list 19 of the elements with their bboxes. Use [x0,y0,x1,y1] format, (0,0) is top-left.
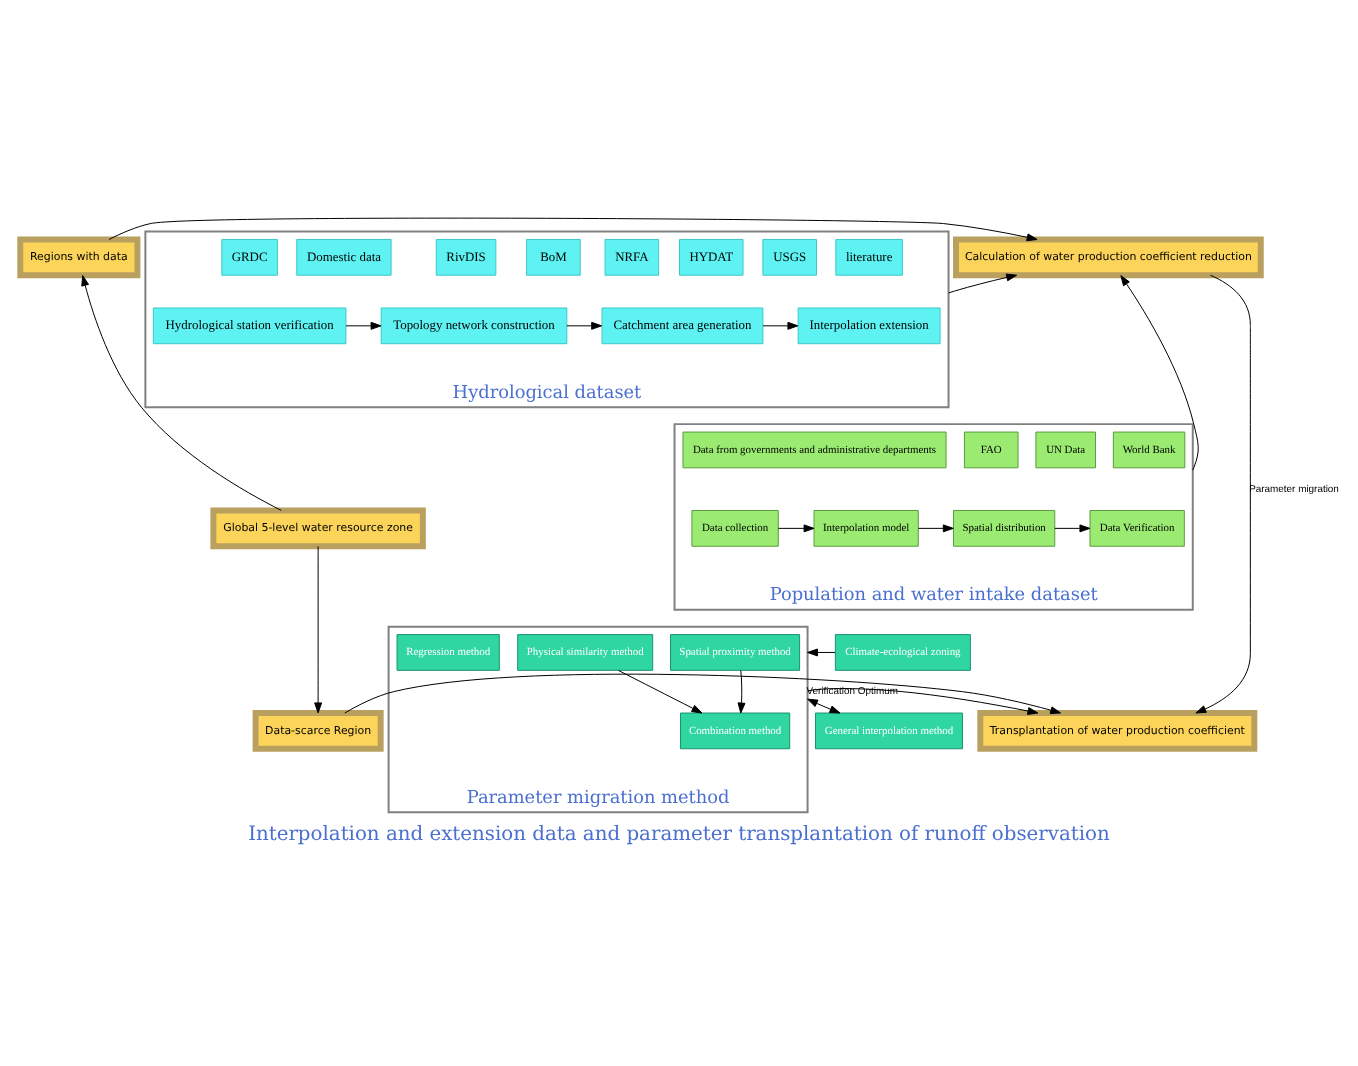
arrow [807,647,836,656]
arrow [81,274,282,510]
arrow [1195,273,1251,713]
arrow [807,697,841,713]
arrow [566,320,603,329]
caption: Interpolation and extension data and parameter transplantation of runoff observation [248,823,1110,846]
arrow [737,668,746,713]
arrow [344,672,1062,714]
arrow [917,523,954,532]
arrow [948,272,1018,293]
arrow [314,544,323,713]
arrow [108,216,1038,241]
arrow [1120,274,1199,470]
arrow [617,668,703,713]
arrow [777,523,815,532]
arrow [345,320,382,329]
arrow [1054,523,1091,532]
arrow [807,687,1039,714]
arrow [762,320,799,329]
